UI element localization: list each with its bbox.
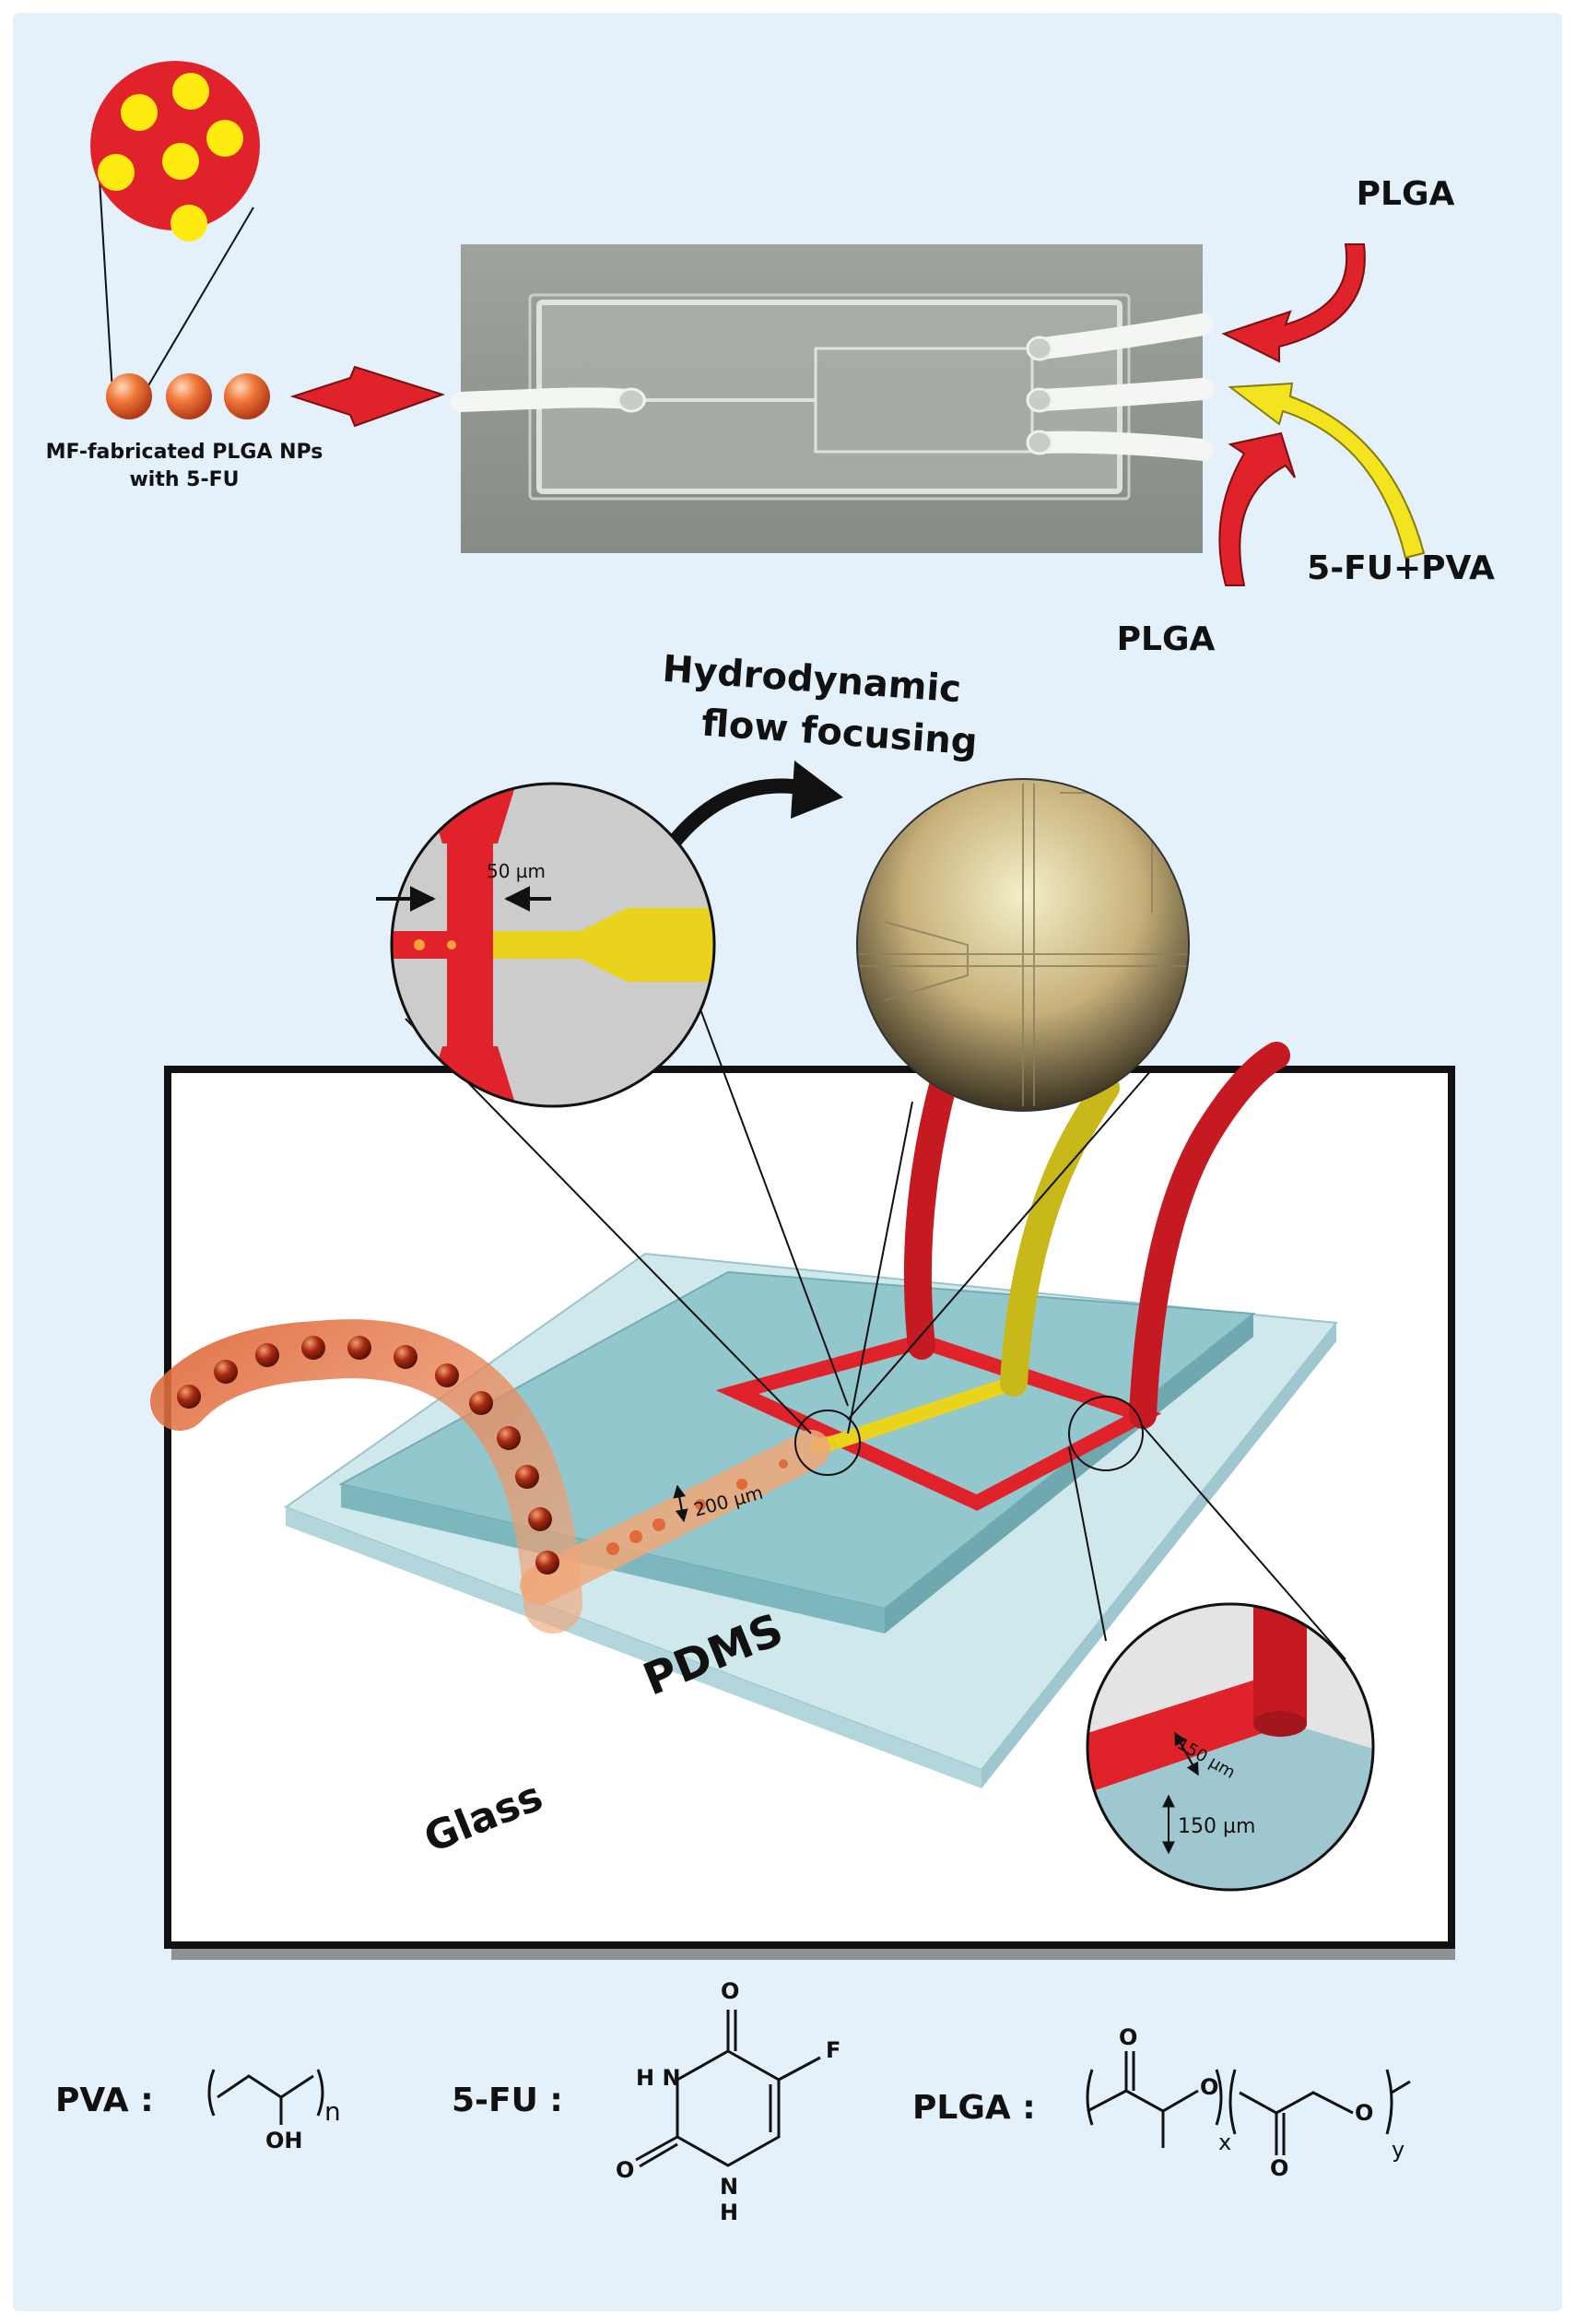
fu-channel [831,1375,1017,1450]
fu-f: F [826,2037,840,2063]
drug-dot [121,94,158,131]
plga-y: y [1392,2137,1405,2163]
tube-particles [177,1336,559,1575]
nanoparticle [106,373,152,419]
junction-width-label: 50 µm [487,860,546,882]
drug-dot [170,205,207,242]
label-fu-pva: 5-FU+PVA [1307,549,1495,587]
fu-inlet-arrow [1228,382,1426,560]
fu-o-top: O [721,1978,739,2004]
caption-line1: MF-fabricated PLGA NPs [46,441,323,464]
plga-x: x [1218,2129,1231,2155]
corner-height-label: 150 µm [1178,1815,1255,1838]
drug-dot [172,73,209,110]
nanoparticle-zoom [90,61,260,393]
device-photo [451,244,1214,553]
plga-inlet-arrow-bottom [1218,431,1296,586]
plga-o3: O [1270,2155,1288,2181]
focus-arrow [666,778,808,849]
corner-marker [1068,1396,1144,1471]
pva-label: PVA : [55,2082,154,2119]
corner-detail: 150 µm 150 µm [1086,1602,1375,1892]
nanoparticle [224,373,270,419]
caption-line2: with 5-FU [129,468,239,491]
plga-o2: O [1200,2074,1218,2100]
fu-n: N [720,2174,738,2200]
label-plga-top: PLGA [1357,175,1455,213]
microscope-image [856,778,1190,1112]
drug-dot [98,154,135,191]
plga-o1: O [1119,2024,1137,2050]
inlet-tube-fu [1000,1074,1120,1397]
label-plga-bottom: PLGA [1117,620,1216,658]
fu-hn: H N [636,2065,681,2091]
fu-o-left: O [616,2157,634,2183]
title-line2: flow focusing [700,702,979,764]
pva-oh: OH [265,2128,303,2153]
pva-n: n [324,2096,341,2127]
plga-o4: O [1355,2100,1373,2126]
nanoparticle-row [106,373,270,419]
inlet-tube-plga-2 [1129,1042,1290,1429]
drug-dot [162,143,199,180]
outflow-arrow [289,365,446,428]
nanoparticle [166,373,212,419]
junction-marker [794,1410,861,1476]
plga-structure: PLGA : O O O O x y [912,2024,1411,2181]
fu-structure: 5-FU : O F O H N N H [452,1978,840,2225]
plga-label: PLGA : [912,2089,1036,2127]
drug-dot [206,120,243,157]
junction-schematic: 50 µm [376,782,716,1108]
pva-structure: PVA : OH n [55,2069,341,2153]
fu-label: 5-FU : [452,2082,563,2119]
outlet-channel [520,1430,830,1605]
plga-inlet-arrow-top [1221,243,1366,363]
fu-h: H [720,2200,738,2225]
